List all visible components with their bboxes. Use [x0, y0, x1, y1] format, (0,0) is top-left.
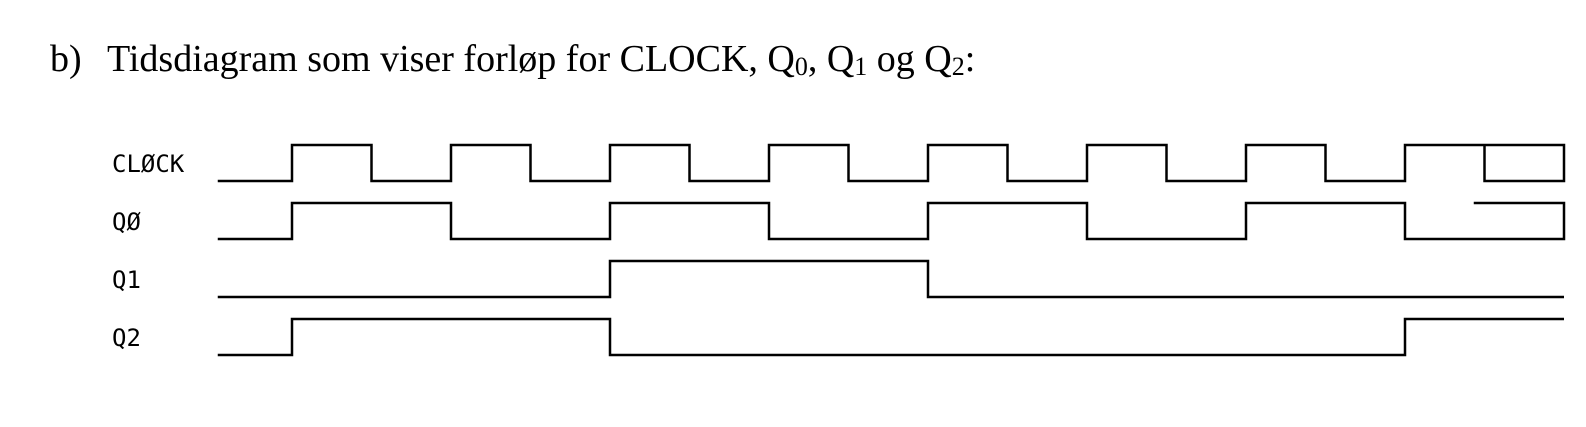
- signal-label-2: Q1: [112, 266, 141, 294]
- heading-sep-2: og Q: [867, 38, 952, 80]
- waveform-2: [217, 259, 1564, 299]
- waveform-1: [217, 201, 1566, 241]
- q1-subscript: 1: [854, 52, 868, 81]
- part-label: b): [50, 38, 82, 80]
- heading-colon: :: [964, 38, 976, 80]
- waveform-0: [217, 143, 1566, 183]
- signal-label-1: QØ: [112, 208, 141, 236]
- signal-label-3: Q2: [112, 324, 141, 352]
- q2-subscript: 2: [951, 52, 965, 81]
- q0-subscript: 0: [794, 52, 808, 81]
- heading-text: Tidsdiagram som viser forløp for CLOCK, …: [107, 38, 795, 80]
- question-heading: b) Tidsdiagram som viser forløp for CLOCK…: [50, 38, 976, 81]
- signal-label-0: CLØCK: [112, 150, 185, 178]
- heading-sep-1: , Q: [807, 38, 855, 80]
- waveform-3: [217, 317, 1564, 357]
